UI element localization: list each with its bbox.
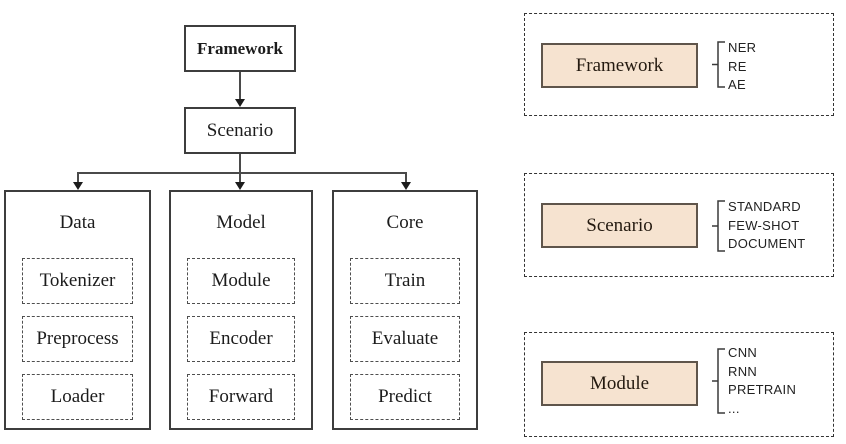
preprocess-box: Preprocess: [22, 316, 133, 362]
legend-option: FEW-SHOT: [728, 217, 800, 233]
data-column: Data Tokenizer Preprocess Loader: [4, 190, 151, 430]
legend-option: PRETRAIN: [728, 382, 797, 397]
connector-branch-line: [77, 172, 406, 174]
forward-box: Forward: [187, 374, 295, 420]
brace-icon: [711, 348, 727, 414]
data-column-items: Tokenizer Preprocess Loader: [22, 258, 133, 420]
brace-icon: [711, 200, 727, 252]
legend-panel-scenario: Scenario STANDARD FEW-SHOT DOCUMENT: [524, 173, 834, 277]
model-column-title: Model: [216, 212, 266, 233]
loader-box: Loader: [22, 374, 133, 420]
data-column-title: Data: [59, 212, 96, 233]
arrow-down-icon: [235, 182, 245, 190]
core-column-items: Train Evaluate Predict: [350, 258, 460, 420]
arrow-down-icon: [235, 99, 245, 107]
module-highlight-box: Module: [541, 361, 698, 406]
model-column: Model Module Encoder Forward: [169, 190, 313, 430]
connector-to-core: [405, 172, 407, 183]
legend-option: AE: [728, 77, 746, 92]
legend-option: RE: [728, 58, 747, 74]
scenario-options: STANDARD FEW-SHOT DOCUMENT: [728, 198, 806, 254]
framework-node: Framework: [184, 25, 296, 72]
connector-scenario-stem: [239, 154, 241, 173]
evaluate-box: Evaluate: [350, 316, 460, 362]
framework-highlight-box: Framework: [541, 43, 698, 88]
legend-option: DOCUMENT: [728, 236, 806, 251]
legend-option: ...: [728, 400, 740, 416]
core-column: Core Train Evaluate Predict: [332, 190, 478, 430]
legend-option: STANDARD: [728, 199, 801, 214]
tokenizer-box: Tokenizer: [22, 258, 133, 304]
legend-option: NER: [728, 40, 757, 55]
arrow-down-icon: [401, 182, 411, 190]
encoder-box: Encoder: [187, 316, 295, 362]
predict-box: Predict: [350, 374, 460, 420]
legend-panel-framework: Framework NER RE AE: [524, 13, 834, 116]
module-box: Module: [187, 258, 295, 304]
brace-icon: [711, 41, 727, 88]
scenario-highlight-box: Scenario: [541, 203, 698, 248]
arrow-down-icon: [73, 182, 83, 190]
scenario-node: Scenario: [184, 107, 296, 154]
connector-to-data: [77, 172, 79, 183]
connector-to-model: [239, 172, 241, 183]
legend-option: CNN: [728, 345, 758, 360]
model-column-items: Module Encoder Forward: [187, 258, 295, 420]
framework-options: NER RE AE: [728, 39, 756, 95]
train-box: Train: [350, 258, 460, 304]
legend-option: RNN: [728, 363, 758, 379]
core-column-title: Core: [386, 212, 424, 233]
legend-panel-module: Module CNN RNN PRETRAIN ...: [524, 332, 834, 437]
connector-framework-scenario: [239, 72, 241, 100]
module-options: CNN RNN PRETRAIN ...: [728, 344, 796, 418]
